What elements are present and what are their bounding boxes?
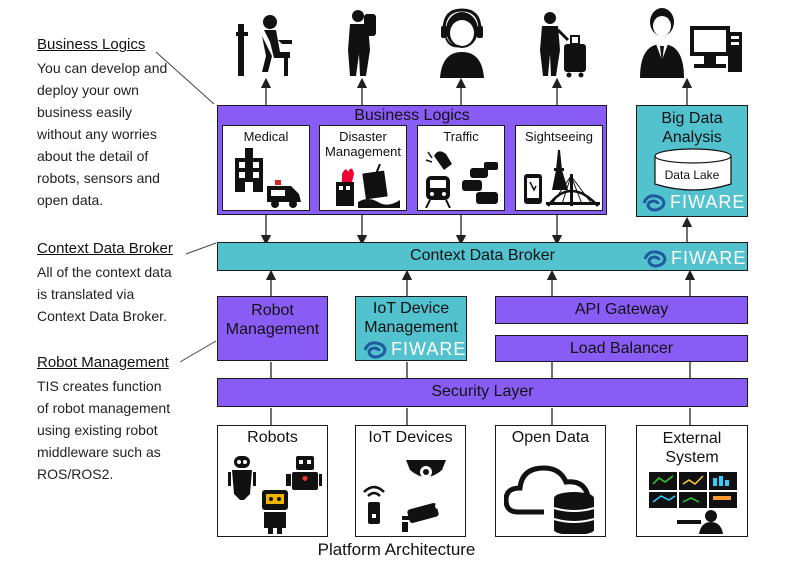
source-robots: Robots — [217, 425, 328, 537]
fiware-logo: FIWARE — [641, 192, 745, 213]
source-label: Open Data — [511, 429, 590, 446]
big-data-title: Big Data Analysis — [661, 110, 723, 146]
business-item-sightseeing: Sightseeing — [515, 125, 603, 211]
robots-icon — [226, 454, 322, 534]
note-body-robot-management: TIS creates function of robot management… — [37, 378, 171, 482]
note-body-business-logics: You can develop and deploy your own busi… — [37, 60, 168, 208]
robot-management-label: Robot Management — [225, 302, 320, 338]
api-gateway-label: API Gateway — [574, 301, 669, 318]
tourist-luggage-icon — [536, 10, 590, 78]
sightseeing-icon — [522, 146, 600, 208]
business-item-label: Traffic — [443, 129, 479, 144]
api-gateway-bar: API Gateway — [495, 296, 748, 324]
hospital-ambulance-icon — [231, 148, 305, 208]
fiware-swirl-icon — [642, 193, 666, 212]
leader-robot-management — [179, 340, 217, 363]
source-label: IoT Devices — [368, 429, 453, 446]
rescuer-icon — [342, 8, 380, 78]
iot-device-management-label: IoT Device Management — [364, 300, 458, 336]
note-title-context-broker: Context Data Broker — [37, 240, 173, 257]
leader-business-logics — [155, 51, 215, 105]
business-item-label: Medical — [243, 129, 289, 144]
iot-device-management-box: IoT Device Management FIWARE — [355, 296, 467, 361]
analyst-computer-icon — [640, 4, 744, 78]
source-open-data: Open Data — [495, 425, 606, 537]
cloud-database-icon — [504, 452, 600, 534]
context-broker-label: Context Data Broker — [410, 247, 555, 264]
source-iot-devices: IoT Devices — [355, 425, 466, 537]
security-layer-bar: Security Layer — [217, 378, 748, 407]
data-lake-label: Data Lake — [664, 168, 720, 182]
security-layer-label: Security Layer — [431, 383, 534, 400]
wheelchair-user-icon — [236, 12, 296, 78]
business-item-medical: Medical — [222, 125, 310, 211]
leader-context-broker — [185, 242, 217, 255]
fiware-logo: FIWARE — [362, 339, 466, 360]
fiware-logo: FIWARE — [642, 248, 746, 269]
traffic-icon — [424, 148, 502, 208]
load-balancer-bar: Load Balancer — [495, 335, 748, 362]
source-external-system: External System — [636, 425, 748, 537]
business-item-label: Disaster Management — [325, 129, 401, 159]
business-item-traffic: Traffic — [417, 125, 505, 211]
fiware-swirl-icon — [363, 340, 387, 359]
context-data-broker-bar: Context Data Broker FIWARE — [217, 242, 748, 271]
business-item-disaster: Disaster Management — [319, 125, 407, 211]
note-title-robot-management: Robot Management — [37, 354, 169, 371]
business-logics-title: Business Logics — [354, 107, 470, 124]
business-item-label: Sightseeing — [525, 129, 593, 144]
operator-headset-icon — [436, 6, 488, 78]
source-label: External System — [662, 430, 722, 466]
source-label: Robots — [247, 429, 298, 446]
robot-management-box: Robot Management — [217, 296, 328, 361]
diagram-caption: Platform Architecture — [317, 540, 476, 559]
data-lake-icon — [653, 148, 733, 197]
monitoring-station-icon — [647, 470, 741, 534]
disaster-icon — [328, 164, 402, 208]
big-data-analysis-panel: Big Data Analysis Data Lake FIWARE — [636, 105, 748, 217]
fiware-swirl-icon — [643, 249, 667, 268]
load-balancer-label: Load Balancer — [569, 340, 674, 357]
iot-devices-icon — [362, 454, 460, 534]
note-title-business-logics: Business Logics — [37, 36, 146, 53]
note-body-context-broker: All of the context data is translated vi… — [37, 264, 172, 324]
